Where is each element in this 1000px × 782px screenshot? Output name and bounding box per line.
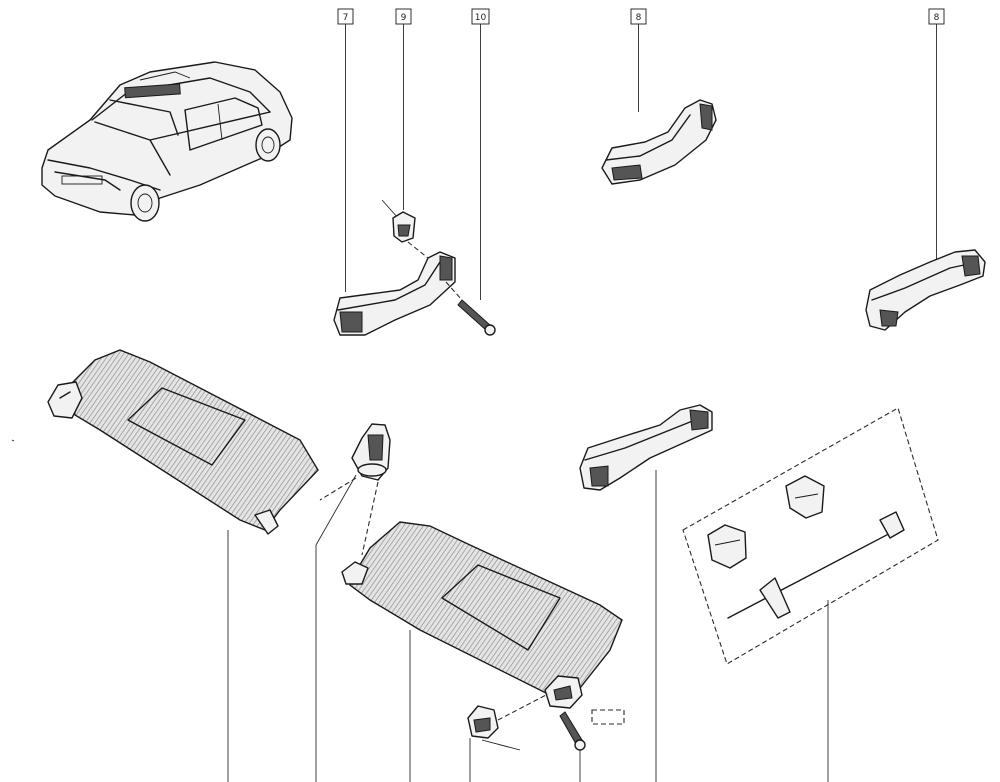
visor-screw-bottom: [559, 709, 625, 782]
callout-8-right: 8: [928, 8, 945, 260]
clip-part-9: [381, 199, 429, 259]
grab-handle-right: [865, 249, 986, 331]
callout-7-text: 7: [343, 13, 349, 23]
visor-pivot-clip: [315, 423, 391, 782]
stray-mark: [11, 439, 15, 442]
callout-8a-text: 8: [636, 13, 642, 23]
sun-visor-left: [47, 349, 319, 782]
callout-8-top: 8: [630, 8, 647, 112]
visor-bracket-small: [467, 693, 549, 782]
grab-handle-top: [601, 99, 717, 185]
grab-handle-middle: [333, 251, 456, 336]
sun-visor-right: [341, 521, 623, 782]
accessory-kit-box: [682, 407, 939, 782]
callout-10-text: 10: [475, 13, 487, 23]
callout-9: 9: [395, 8, 412, 210]
callout-7: 7: [337, 8, 354, 292]
screw-part-10: [445, 281, 496, 336]
callout-8b-text: 8: [934, 13, 940, 23]
car-illustration: [41, 61, 293, 222]
callout-9-text: 9: [401, 13, 407, 23]
grab-handle-lower: [579, 404, 713, 782]
callout-10: 10: [471, 8, 490, 300]
